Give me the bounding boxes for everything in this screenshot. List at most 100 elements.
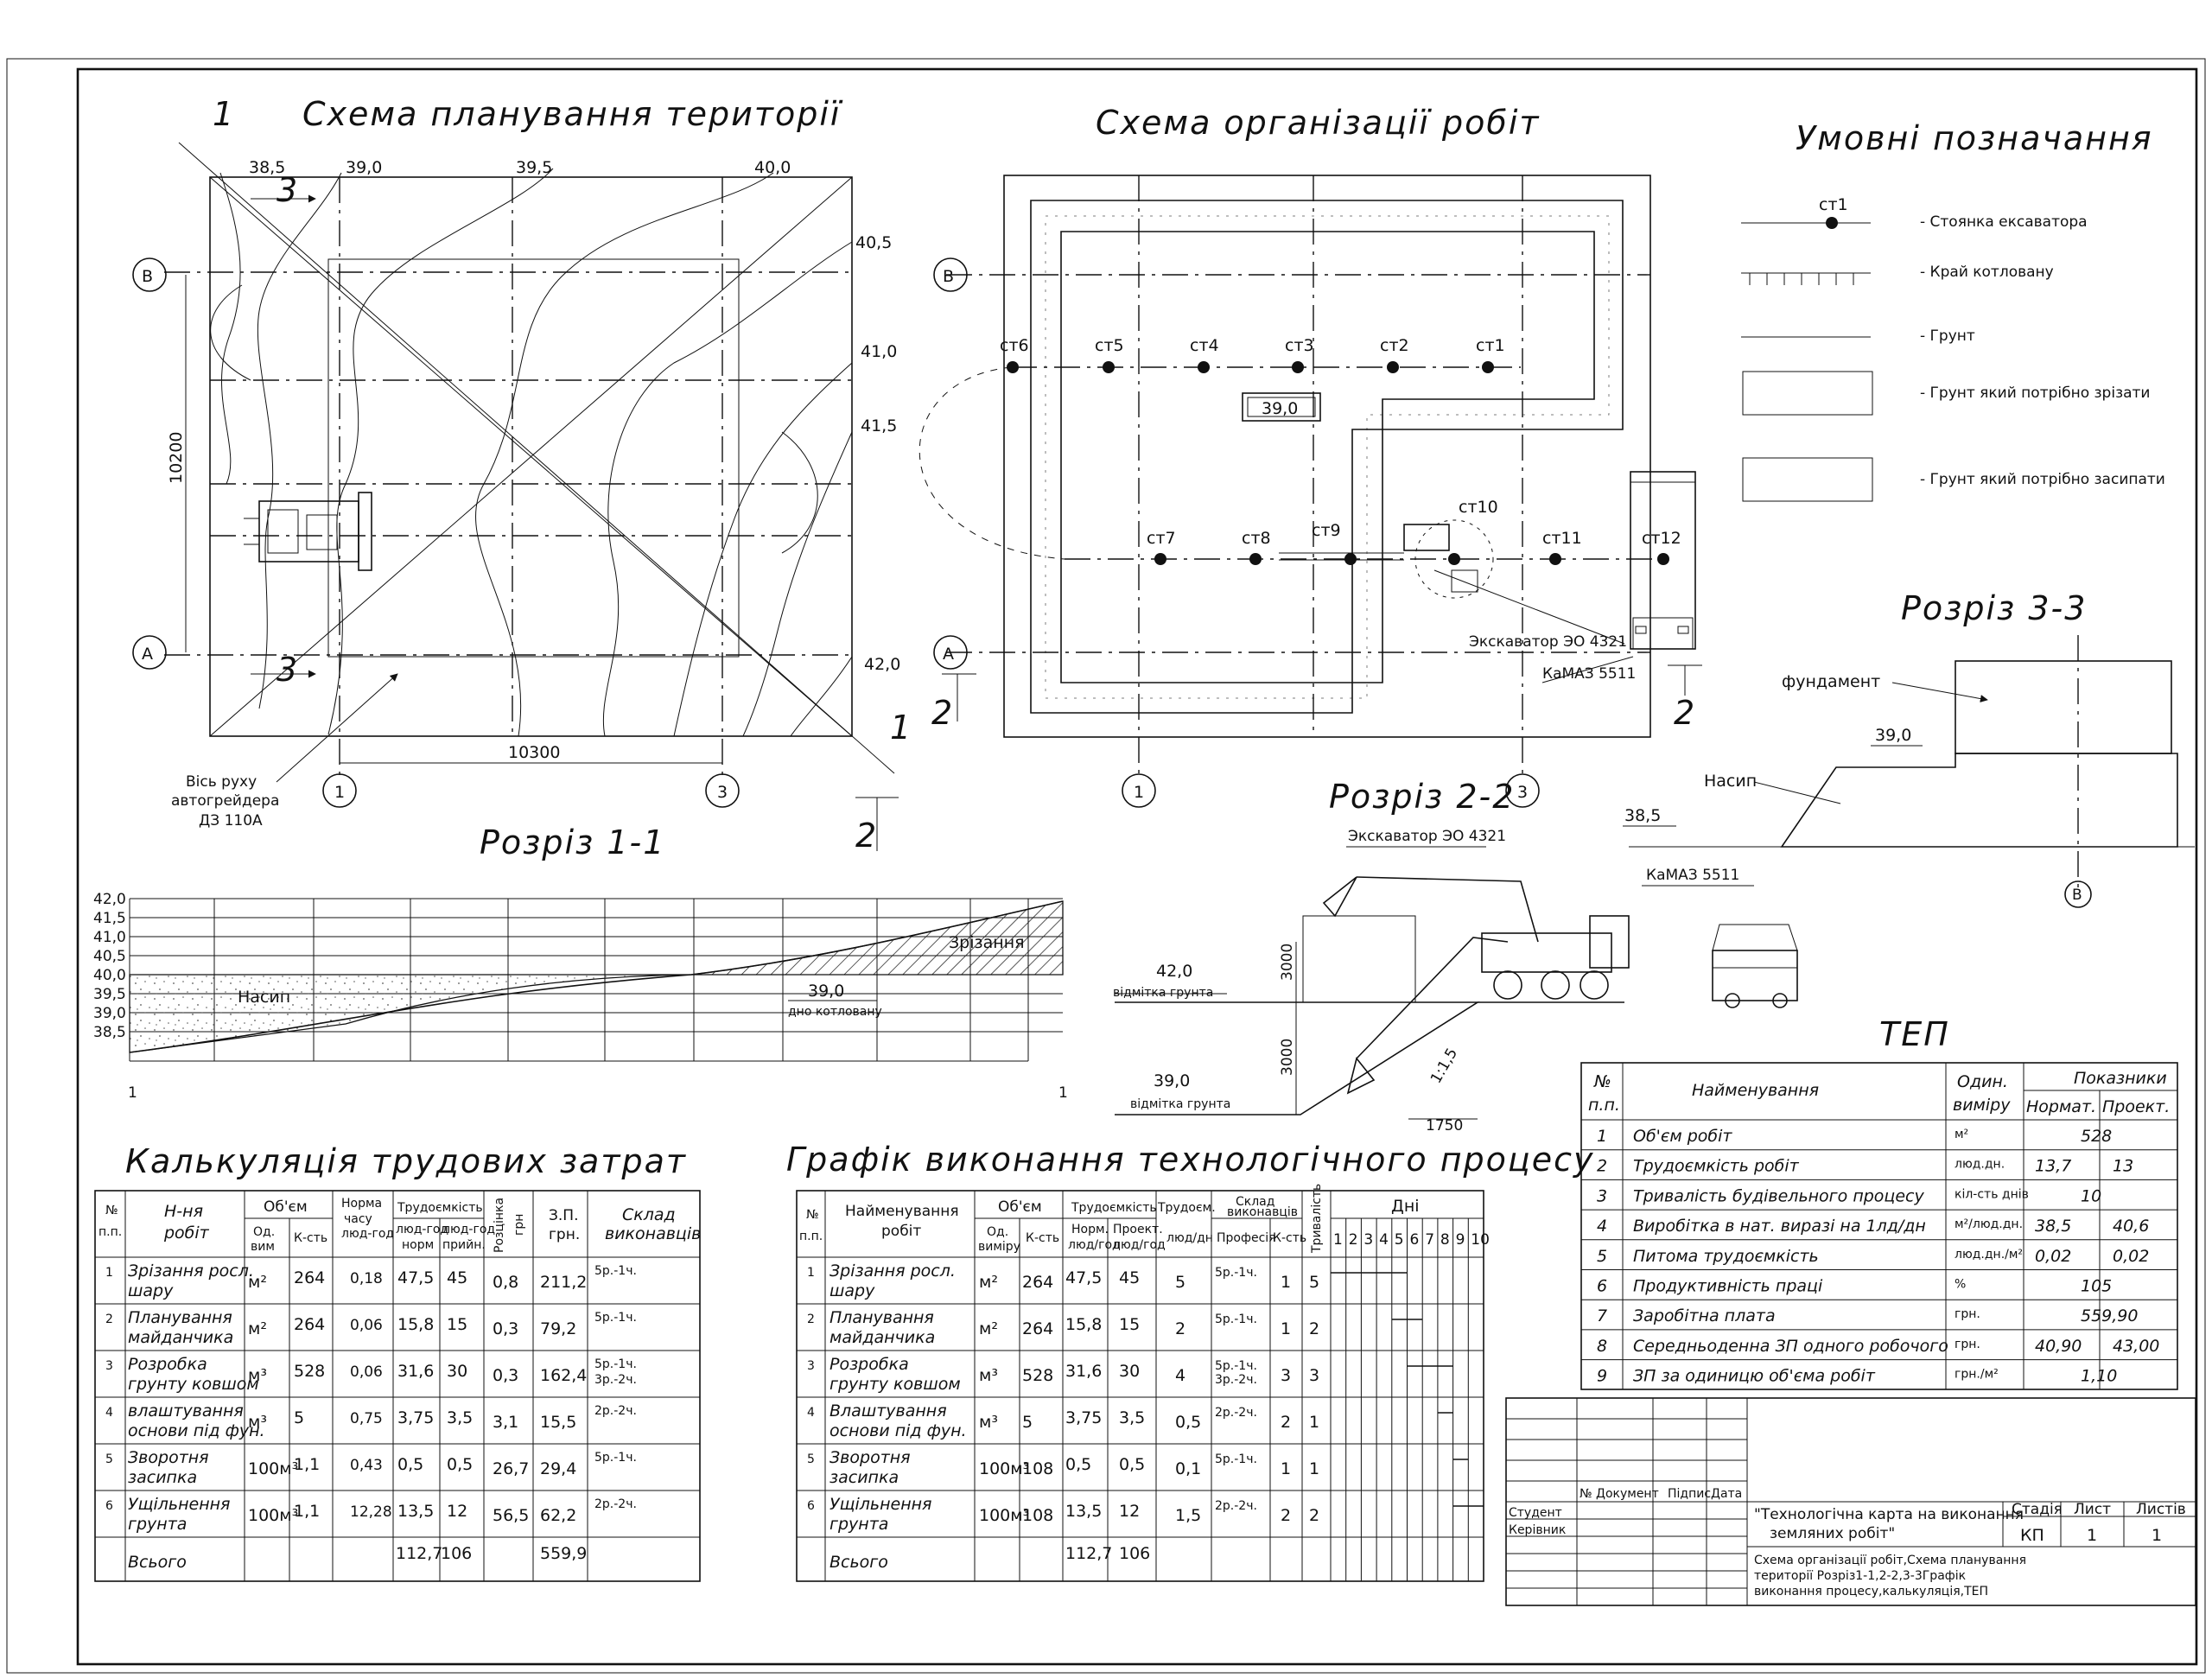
day-number: 8 bbox=[1440, 1231, 1450, 1249]
schedule-row-name: Зрізання росл. bbox=[830, 1262, 956, 1281]
labor-row-norm: 0,06 bbox=[350, 1317, 383, 1334]
excavator-plan-icon bbox=[1279, 519, 1494, 599]
work-org: Схема організації робіт bbox=[918, 104, 1702, 808]
svg-text:ст7: ст7 bbox=[1147, 529, 1176, 548]
labor-row-unit: м³ bbox=[248, 1413, 267, 1432]
tep-row-unit: % bbox=[1955, 1278, 1966, 1292]
svg-text:41,5: 41,5 bbox=[861, 416, 897, 435]
svg-text:вим: вим bbox=[251, 1240, 275, 1254]
labor-row-rate: 0,8 bbox=[493, 1273, 518, 1292]
tep-row-num: 3 bbox=[1597, 1186, 1607, 1205]
svg-text:Насип: Насип bbox=[238, 988, 290, 1007]
svg-text:Трудоєм.: Трудоєм. bbox=[1157, 1201, 1216, 1215]
labor-row-norm: 0,18 bbox=[350, 1270, 383, 1287]
labor-row-name: Зрізання росл. bbox=[128, 1262, 254, 1281]
svg-text:К-сть: К-сть bbox=[294, 1231, 327, 1245]
schedule-row-unit: 100м³ bbox=[979, 1459, 1029, 1478]
level-box bbox=[1242, 392, 1321, 422]
svg-text:п.п.: п.п. bbox=[99, 1225, 122, 1239]
labor-row-unit: 100м³ bbox=[248, 1506, 298, 1525]
day-number: 7 bbox=[1425, 1231, 1434, 1249]
tep-row-value: 559,90 bbox=[2081, 1306, 2138, 1325]
schedule-row-name2: шару bbox=[830, 1281, 875, 1300]
svg-text:38,5: 38,5 bbox=[1624, 806, 1661, 825]
schedule-row-cnt: 1 bbox=[1281, 1459, 1291, 1478]
svg-text:40,5: 40,5 bbox=[855, 233, 892, 252]
day-number: 2 bbox=[1349, 1231, 1358, 1249]
svg-text:Лист: Лист bbox=[2074, 1501, 2111, 1518]
svg-text:ст1: ст1 bbox=[1476, 336, 1505, 355]
schedule-row-cnt: 1 bbox=[1281, 1319, 1291, 1338]
schedule-row-labordn: 0,1 bbox=[1175, 1459, 1201, 1478]
tep-table: ТЕП № п.п. Найменування Один. виміру Пок… bbox=[1580, 1015, 2178, 1390]
svg-text:"Технологічна карта на викон: "Технологічна карта на виконання bbox=[1754, 1506, 2024, 1523]
svg-text:Розцінка: Розцінка bbox=[493, 1198, 506, 1253]
svg-text:39,0: 39,0 bbox=[1875, 726, 1911, 745]
labor-row-rate: 56,5 bbox=[493, 1506, 529, 1525]
schedule-row-labordn: 1,5 bbox=[1175, 1506, 1201, 1525]
svg-text:- Грунт: - Грунт bbox=[1920, 327, 1975, 345]
svg-text:Об'єм: Об'єм bbox=[264, 1198, 308, 1216]
svg-text:Об'єм: Об'єм bbox=[998, 1198, 1042, 1216]
site-plan-title: Схема планування території bbox=[302, 95, 843, 133]
schedule-row-unit: м² bbox=[979, 1273, 998, 1292]
inner-frame bbox=[76, 67, 2198, 1666]
svg-text:люд-год: люд-год bbox=[442, 1223, 495, 1236]
svg-text:10200: 10200 bbox=[167, 432, 186, 484]
tep-row-unit: грн./м² bbox=[1955, 1368, 1999, 1382]
labor-total-wage: 559,9 bbox=[540, 1544, 587, 1563]
tep-row-proj: 0,02 bbox=[2113, 1247, 2149, 1266]
tep-row-value: 10 bbox=[2081, 1186, 2101, 1205]
svg-text:1: 1 bbox=[890, 709, 912, 747]
svg-text:ст6: ст6 bbox=[1000, 336, 1029, 355]
tep-row-norm: 13,7 bbox=[2035, 1157, 2071, 1176]
svg-text:відмітка грунта: відмітка грунта bbox=[1130, 1097, 1230, 1111]
day-number: 6 bbox=[1410, 1231, 1420, 1249]
tep-row-num: 8 bbox=[1597, 1337, 1607, 1356]
tep-row-value: 1,10 bbox=[2081, 1367, 2117, 1386]
building-outline bbox=[327, 258, 740, 658]
schedule-row-num: 5 bbox=[807, 1452, 815, 1466]
labor-row-rate: 26,7 bbox=[493, 1459, 529, 1478]
schedule-row-proj: 15 bbox=[1119, 1315, 1140, 1334]
axis-marker-1 bbox=[322, 773, 357, 808]
svg-text:ст8: ст8 bbox=[1242, 529, 1271, 548]
labor-row-labor-norm: 0,5 bbox=[397, 1455, 423, 1474]
tep-row-name: Питома трудоємкість bbox=[1633, 1247, 1819, 1266]
tep-row-norm: 40,90 bbox=[2035, 1337, 2082, 1356]
tep-row-num: 1 bbox=[1597, 1127, 1607, 1146]
labor-total-norm: 112,7 bbox=[396, 1544, 442, 1563]
svg-text:№: № bbox=[806, 1208, 819, 1222]
contour-410 bbox=[673, 362, 853, 737]
labor-row-crew: 5р.-1ч. bbox=[594, 1311, 637, 1325]
labor-row-crew: 5р.-1ч. bbox=[594, 1264, 637, 1278]
svg-text:42,0: 42,0 bbox=[1156, 962, 1192, 981]
svg-text:часу: часу bbox=[344, 1212, 372, 1226]
tep-row-num: 7 bbox=[1597, 1306, 1607, 1325]
svg-text:Склад: Склад bbox=[1236, 1195, 1274, 1209]
labor-row-wage: 79,2 bbox=[540, 1319, 576, 1338]
schedule-row-norm: 15,8 bbox=[1065, 1315, 1102, 1334]
tep-row-value: 105 bbox=[2081, 1277, 2112, 1296]
tep-row-unit: кіл-сть днів bbox=[1955, 1187, 2029, 1201]
svg-text:люд-год: люд-год bbox=[341, 1227, 394, 1241]
contour-415 bbox=[742, 431, 853, 737]
svg-text:Листів: Листів bbox=[2136, 1501, 2186, 1518]
svg-text:- Грунт який потрібно засипати: - Грунт який потрібно засипати bbox=[1920, 471, 2165, 488]
tep-row-num: 2 bbox=[1597, 1157, 1607, 1176]
svg-text:КаМАЗ 5511: КаМАЗ 5511 bbox=[1542, 665, 1636, 683]
title-block: № Документ Підпис Дата Студент Керівник … bbox=[1505, 1397, 2196, 1606]
schedule-title: Графік виконання технологічного процесу bbox=[786, 1141, 1595, 1179]
svg-text:земляних робіт": земляних робіт" bbox=[1770, 1525, 1895, 1542]
schedule-row-proj: 3,5 bbox=[1119, 1408, 1145, 1427]
schedule-row-name2: основи під фун. bbox=[830, 1421, 967, 1440]
site-boundary bbox=[209, 176, 853, 737]
svg-text:Насип: Насип bbox=[1704, 772, 1757, 791]
tep-row-name: Об'єм робіт bbox=[1633, 1127, 1732, 1146]
labor-row-labor-norm: 31,6 bbox=[397, 1362, 434, 1381]
schedule-row-unit: м³ bbox=[979, 1413, 998, 1432]
svg-text:1750: 1750 bbox=[1426, 1117, 1463, 1135]
svg-text:Стадія: Стадія bbox=[2012, 1501, 2063, 1518]
svg-text:41,0: 41,0 bbox=[861, 342, 897, 361]
tep-title: ТЕП bbox=[1879, 1015, 1950, 1053]
